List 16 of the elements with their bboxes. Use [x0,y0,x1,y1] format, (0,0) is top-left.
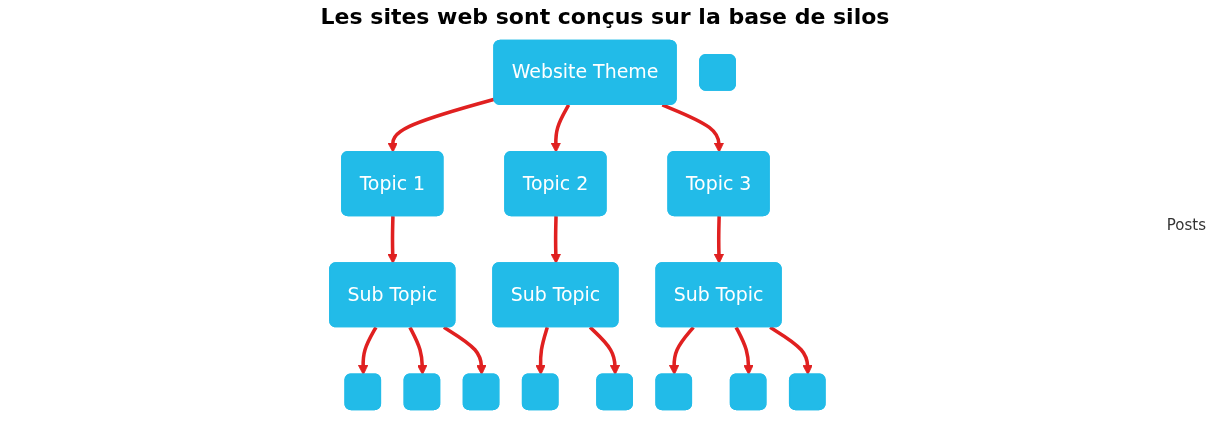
arrow [661,103,725,153]
arrow [387,97,495,153]
arrow [535,326,549,376]
arrow [387,216,398,264]
arrow [357,326,378,376]
arrow [408,326,428,376]
note-text: Posts [1166,216,1206,234]
arrow [734,326,754,376]
diagram-title: Les sites web sont conçus sur la base de silos [320,4,890,29]
arrow [713,216,725,264]
arrow [769,325,813,376]
arrow [442,325,487,376]
arrow [550,104,571,153]
arrow [588,326,621,376]
arrow [550,216,561,264]
arrow [668,326,695,376]
